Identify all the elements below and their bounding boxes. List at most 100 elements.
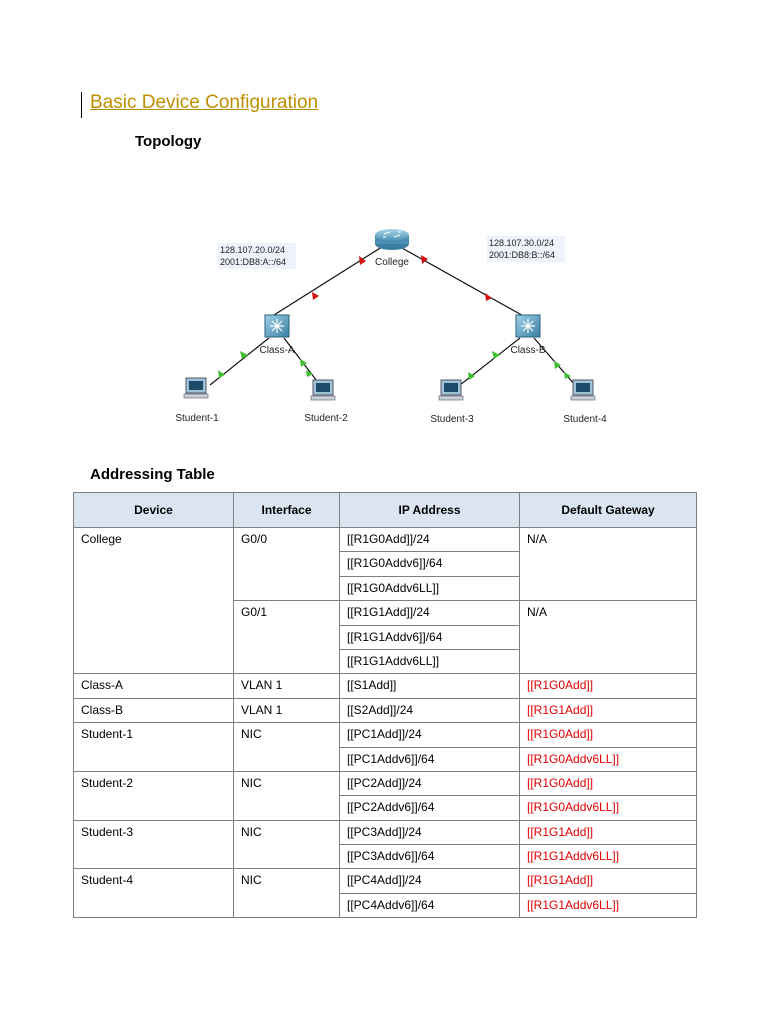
ip-cell: [[S1Add]]: [339, 673, 520, 699]
ip-cell: [[R1G0Addv6]]/64: [339, 551, 520, 577]
port-green-indicator: [492, 351, 500, 359]
port-red-indicator: [485, 293, 492, 301]
device-cell: College: [73, 526, 234, 675]
pc-student-2: Student-2: [304, 379, 348, 424]
gateway-cell: [[R1G0Add]]: [519, 673, 697, 699]
heading-marker: [81, 92, 82, 118]
ip-cell: [[R1G0Addv6LL]]: [339, 575, 520, 602]
gateway-cell: N/A: [519, 600, 697, 675]
header-interface: Interface: [233, 492, 340, 528]
network-b-label: 128.107.30.0/24 2001:DB8:B::/64: [487, 236, 565, 262]
net-a-ipv4: 128.107.20.0/24: [220, 245, 285, 255]
gateway-cell: N/A: [519, 526, 697, 602]
switch-a-label: Class-A: [259, 345, 294, 356]
ip-cell: [[R1G1Add]]/24: [339, 600, 520, 626]
device-cell: Student-2: [73, 770, 234, 821]
device-cell: Class-A: [73, 673, 234, 699]
interface-cell: NIC: [233, 722, 340, 772]
ip-cell: [[S2Add]]/24: [339, 697, 520, 724]
port-red-indicator: [312, 292, 319, 300]
port-green-indicator: [300, 359, 307, 367]
router-label: College: [375, 257, 409, 268]
table-title: Addressing Table: [90, 466, 215, 483]
port-green-indicator: [240, 351, 248, 359]
device-cell: Student-4: [73, 868, 234, 919]
port-red-indicator: [359, 256, 366, 265]
device-cell: Student-1: [73, 722, 234, 772]
port-red-indicator: [421, 255, 428, 264]
table-row: [[R1G0Addv6LL]]: [74, 575, 697, 602]
table-row: College G0/0 [[R1G0Add]]/24 N/A: [73, 526, 697, 675]
ip-cell: [[PC4Addv6]]/64: [339, 892, 520, 919]
interface-cell: VLAN 1: [233, 673, 340, 699]
pc-label: Student-4: [563, 414, 607, 425]
net-b-ipv6: 2001:DB8:B::/64: [489, 250, 555, 260]
header-default-gateway: Default Gateway: [519, 492, 697, 528]
gateway-cell: [[R1G1Addv6LL]]: [519, 892, 697, 919]
interface-cell: NIC: [233, 819, 340, 870]
gateway-cell: [[R1G1Addv6LL]]: [519, 844, 697, 870]
net-b-ipv4: 128.107.30.0/24: [489, 238, 554, 248]
device-cell: Class-B: [73, 697, 234, 724]
switch-b-label: Class-B: [510, 345, 545, 356]
ip-cell: [[PC1Addv6]]/64: [339, 746, 520, 772]
ip-cell: [[PC3Addv6]]/64: [339, 844, 520, 870]
table-row: Class-A VLAN 1 [[S1Add]] [[R1G0Add]]: [73, 673, 697, 699]
topology-diagram: College Class-A Class-B Student-1 Studen…: [175, 229, 607, 425]
gateway-cell: [[R1G0Addv6LL]]: [519, 746, 697, 772]
table-row: [[PC1Addv6]]/64 [[R1G0Addv6LL]]: [74, 746, 697, 772]
interface-cell: NIC: [233, 868, 340, 919]
port-green-indicator: [564, 372, 571, 379]
table-row: [[PC4Addv6]]/64 [[R1G1Addv6LL]]: [74, 892, 697, 919]
port-green-indicator: [468, 372, 475, 380]
gateway-cell: [[R1G1Add]]: [519, 868, 697, 894]
table-header-row: Device Interface IP Address Default Gate…: [73, 492, 697, 528]
table-row: [[PC3Addv6]]/64 [[R1G1Addv6LL]]: [74, 844, 697, 870]
port-indicators: [218, 255, 571, 380]
table-row: [[PC2Addv6]]/64 [[R1G0Addv6LL]]: [74, 795, 697, 821]
addressing-table: Device Interface IP Address Default Gate…: [73, 492, 697, 919]
gateway-cell: [[R1G0Add]]: [519, 770, 697, 797]
page-heading: Basic Device Configuration: [90, 92, 319, 113]
link-college-classa: [273, 244, 386, 316]
pc-label: Student-1: [175, 413, 219, 424]
port-green-indicator: [306, 370, 313, 377]
net-a-ipv6: 2001:DB8:A::/64: [220, 257, 286, 267]
pc-student-1: Student-1: [175, 377, 219, 424]
interface-cell: VLAN 1: [233, 697, 340, 724]
router-college: College: [375, 229, 409, 268]
ip-cell: [[R1G0Add]]/24: [339, 526, 520, 553]
port-green-indicator: [554, 361, 561, 369]
interface-cell: G0/0: [233, 526, 340, 602]
gateway-cell: [[R1G1Add]]: [519, 697, 697, 724]
switch-class-b: Class-B: [510, 314, 546, 356]
table-row: [[R1G1Addv6]]/64: [74, 624, 697, 650]
table-row: Class-B VLAN 1 [[S2Add]]/24 [[R1G1Add]]: [73, 697, 697, 724]
header-device: Device: [73, 492, 234, 528]
table-row: Student-2 NIC [[PC2Add]]/24 [[R1G0Add]]: [73, 770, 697, 821]
header-ip-address: IP Address: [339, 492, 520, 528]
ip-cell: [[PC2Addv6]]/64: [339, 795, 520, 821]
device-cell: Student-3: [73, 819, 234, 870]
table-row: Student-1 NIC [[PC1Add]]/24 [[R1G0Add]]: [73, 722, 697, 772]
interface-cell: NIC: [233, 770, 340, 821]
ip-cell: [[PC4Add]]/24: [339, 868, 520, 894]
topology-title: Topology: [135, 133, 202, 150]
ip-cell: [[R1G1Addv6LL]]: [339, 648, 520, 675]
ip-cell: [[PC3Add]]/24: [339, 819, 520, 846]
network-a-label: 128.107.20.0/24 2001:DB8:A::/64: [218, 243, 296, 269]
gateway-cell: [[R1G0Add]]: [519, 722, 697, 748]
gateway-cell: [[R1G1Add]]: [519, 819, 697, 846]
gateway-cell: [[R1G0Addv6LL]]: [519, 795, 697, 821]
ip-cell: [[PC2Add]]/24: [339, 770, 520, 797]
table-row: Student-4 NIC [[PC4Add]]/24 [[R1G1Add]]: [73, 868, 697, 919]
pc-label: Student-2: [304, 413, 348, 424]
interface-cell: G0/1: [233, 600, 340, 675]
pc-label: Student-3: [430, 414, 474, 425]
ip-cell: [[R1G1Addv6]]/64: [339, 624, 520, 650]
pc-student-4: Student-4: [563, 379, 607, 425]
pc-student-3: Student-3: [430, 379, 474, 425]
table-row: Student-3 NIC [[PC3Add]]/24 [[R1G1Add]]: [73, 819, 697, 870]
switch-class-a: Class-A: [259, 314, 295, 356]
port-green-indicator: [218, 370, 225, 378]
